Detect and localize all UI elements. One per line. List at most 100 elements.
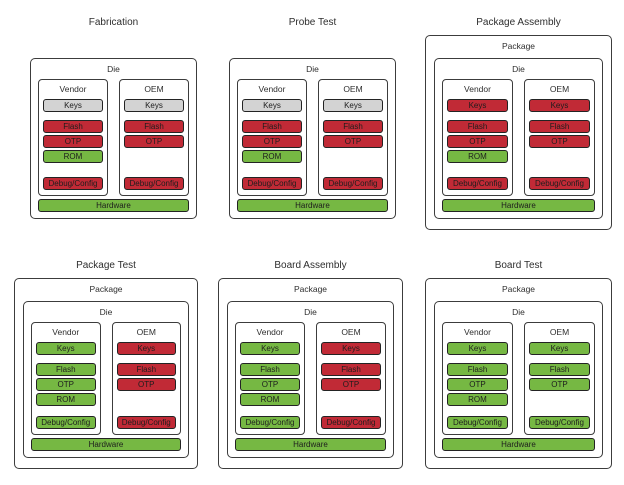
oem-debug-config-block: Debug/Config [124,177,184,190]
vendor-label: Vendor [256,327,284,337]
oem-keys-block: Keys [124,99,184,112]
die-label: Die [99,307,113,317]
stage-title: Probe Test [288,17,337,28]
vendor-flash-block: Flash [36,363,96,376]
vendor-gap [36,408,96,416]
vendor-rom-block: ROM [36,393,96,406]
columns: Vendor Keys Flash OTP ROM Debug/Config O… [38,79,189,196]
vendor-keys-block: Keys [242,99,302,112]
hardware-bar: Hardware [38,199,189,212]
oem-rom-placeholder [323,150,383,165]
package-box: Package Die Vendor Keys Flash OTP ROM De… [220,35,405,230]
oem-otp-block: OTP [529,378,590,391]
oem-keys-block: Keys [323,99,383,112]
vendor-debug-config-block: Debug/Config [447,416,508,429]
oem-debug-config-block: Debug/Config [116,416,176,429]
vendor-label: Vendor [258,84,286,94]
columns: Vendor Keys Flash OTP ROM Debug/Config O… [31,322,181,435]
die-label: Die [306,64,319,74]
stage-title: Fabrication [88,17,139,28]
vendor-debug-config-block: Debug/Config [240,416,300,429]
columns: Vendor Keys Flash OTP ROM Debug/Config O… [237,79,388,196]
vendor-keys-block: Keys [36,342,96,355]
vendor-rom-block: ROM [43,150,103,163]
vendor-debug-config-block: Debug/Config [43,177,103,190]
hardware-bar: Hardware [442,199,595,212]
oem-label: OEM [144,84,164,94]
vendor-label: Vendor [52,327,80,337]
oem-debug-config-block: Debug/Config [529,177,590,190]
oem-column: OEM Keys Flash OTP Debug/Config [318,79,388,196]
oem-debug-config-block: Debug/Config [529,416,590,429]
oem-column: OEM Keys Flash OTP Debug/Config [111,322,181,435]
vendor-keys-block: Keys [240,342,300,355]
vendor-rom-block: ROM [240,393,300,406]
vendor-otp-block: OTP [242,135,302,148]
oem-keys-block: Keys [116,342,176,355]
oem-otp-block: OTP [116,378,176,391]
oem-label: OEM [343,84,363,94]
vendor-column: Vendor Keys Flash OTP ROM Debug/Config [31,322,101,435]
vendor-flash-block: Flash [43,120,103,133]
vendor-debug-config-block: Debug/Config [36,416,96,429]
oem-flash-block: Flash [116,363,176,376]
stage-panel-board-test: Board Test Package Die Vendor Keys Flash… [425,253,612,469]
oem-gap [321,408,381,416]
vendor-otp-block: OTP [36,378,96,391]
vendor-flash-block: Flash [242,120,302,133]
vendor-flash-block: Flash [447,363,508,376]
package-box: Package Die Vendor Keys Flash OTP ROM De… [21,35,206,230]
vendor-rom-block: ROM [447,393,508,406]
oem-rom-placeholder [529,150,590,165]
die-box: Die Vendor Keys Flash OTP ROM Debug/Conf… [30,58,197,219]
vendor-label: Vendor [59,84,87,94]
package-box: Package Die Vendor Keys Flash OTP ROM De… [14,278,198,469]
vendor-flash-block: Flash [240,363,300,376]
oem-column: OEM Keys Flash OTP Debug/Config [119,79,189,196]
package-box: Package Die Vendor Keys Flash OTP ROM De… [425,35,612,230]
oem-rom-placeholder [117,393,177,408]
vendor-gap [447,165,508,177]
oem-label: OEM [136,327,156,337]
oem-rom-placeholder [321,393,381,408]
vendor-otp-block: OTP [447,135,508,148]
oem-rom-placeholder [529,393,590,408]
oem-column: OEM Keys Flash OTP Debug/Config [524,79,595,196]
oem-gap [323,165,383,177]
stage-panel-probe-test: Probe Test Package Die Vendor Keys Flash… [220,10,405,230]
hardware-bar: Hardware [235,438,386,451]
oem-column: OEM Keys Flash OTP Debug/Config [316,322,386,435]
oem-flash-block: Flash [124,120,184,133]
stage-panel-package-assembly: Package Assembly Package Die Vendor Keys… [425,10,612,230]
vendor-rom-block: ROM [447,150,508,163]
die-box: Die Vendor Keys Flash OTP ROM Debug/Conf… [434,58,603,219]
package-label: Package [293,284,328,294]
oem-gap [117,408,177,416]
package-label: Package [501,41,536,51]
oem-debug-config-block: Debug/Config [323,177,383,190]
oem-keys-block: Keys [529,342,590,355]
oem-gap [529,408,590,416]
oem-flash-block: Flash [529,120,590,133]
vendor-column: Vendor Keys Flash OTP ROM Debug/Config [235,322,305,435]
oem-flash-block: Flash [321,363,381,376]
die-box: Die Vendor Keys Flash OTP ROM Debug/Conf… [227,301,394,458]
vendor-flash-block: Flash [447,120,508,133]
vendor-column: Vendor Keys Flash OTP ROM Debug/Config [237,79,307,196]
vendor-gap [242,165,302,177]
vendor-keys-block: Keys [43,99,103,112]
die-label: Die [512,307,525,317]
vendor-gap [447,408,508,416]
vendor-debug-config-block: Debug/Config [242,177,302,190]
stage-title: Board Assembly [274,260,347,271]
die-box: Die Vendor Keys Flash OTP ROM Debug/Conf… [229,58,396,219]
stage-panel-package-test: Package Test Package Die Vendor Keys Fla… [14,253,198,469]
die-label: Die [512,64,525,74]
vendor-label: Vendor [464,327,491,337]
oem-gap [124,165,184,177]
package-box: Package Die Vendor Keys Flash OTP ROM De… [425,278,612,469]
columns: Vendor Keys Flash OTP ROM Debug/Config O… [442,322,595,435]
stage-panel-fabrication: Fabrication Package Die Vendor Keys Flas… [21,10,206,230]
vendor-otp-block: OTP [447,378,508,391]
